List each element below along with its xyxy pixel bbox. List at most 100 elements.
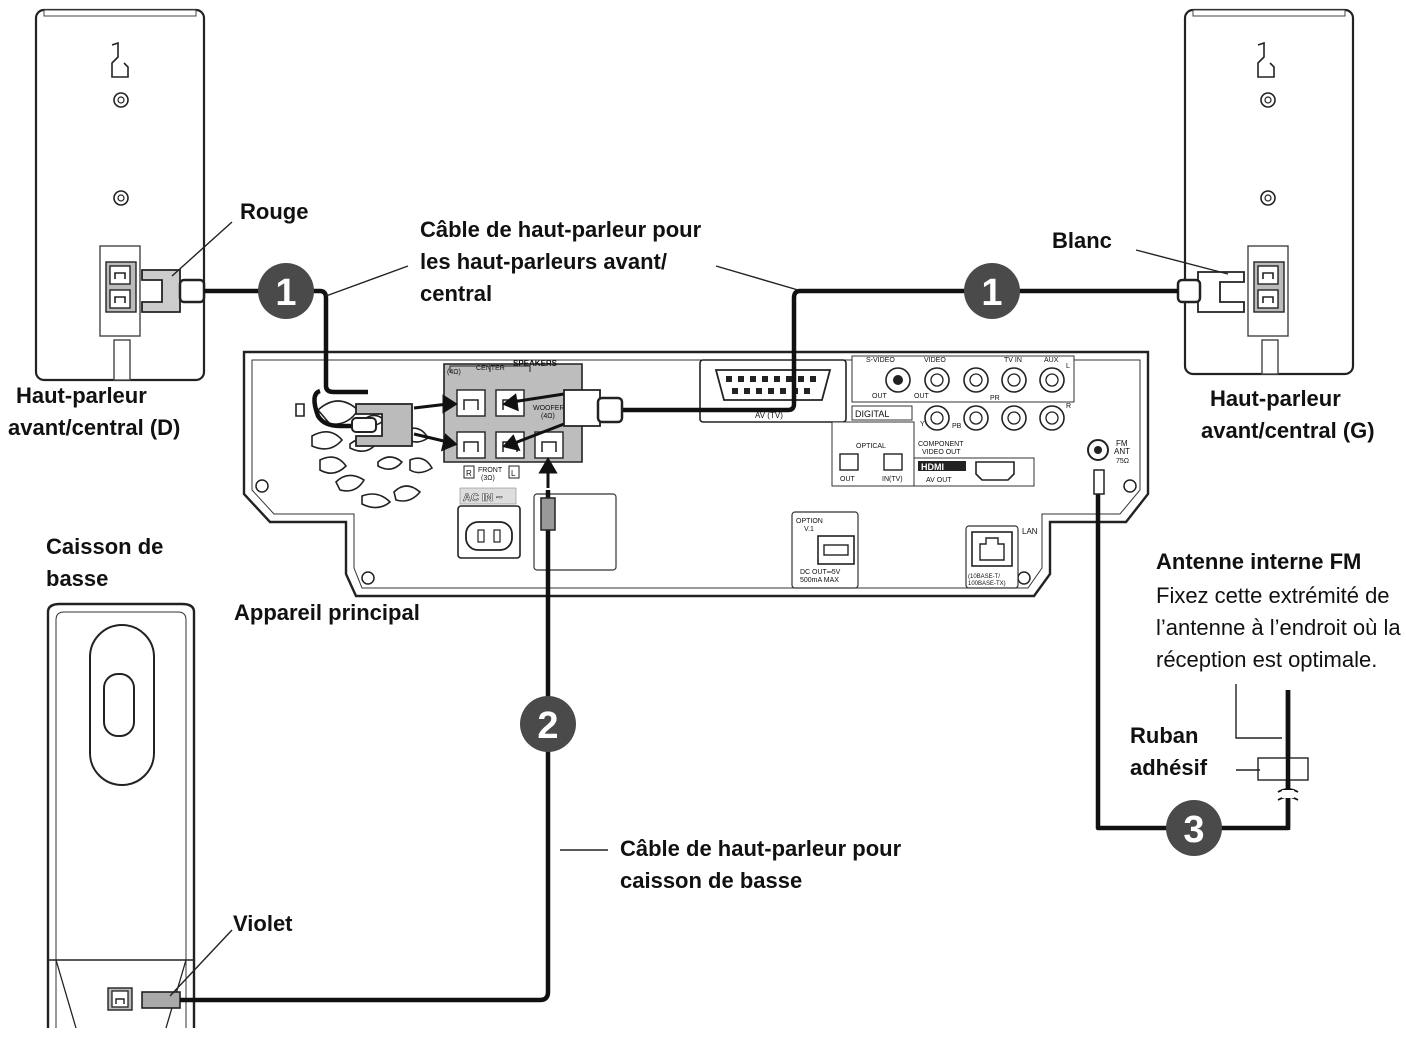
label-subwoofer-line: Caisson de — [46, 534, 164, 559]
label-aux-l: L — [1066, 363, 1070, 370]
label-tape-line: Ruban — [1130, 723, 1199, 748]
label-antenna-desc-line: Fixez cette extrémité de — [1156, 583, 1390, 608]
speaker-front-right — [34, 8, 206, 382]
label-ant: ANT — [1114, 447, 1130, 456]
label-out: OUT — [914, 393, 930, 400]
label-dc-out: DC OUT═5V — [800, 569, 841, 576]
label-video: VIDEO — [924, 357, 946, 364]
label-front-ohm: (3Ω) — [481, 475, 495, 482]
label-fm: FM — [1116, 439, 1128, 448]
label-speaker-line: Haut-parleur — [1210, 386, 1341, 411]
plug-antenna — [1093, 469, 1105, 495]
step-2: 2 — [520, 696, 576, 752]
step-1-left: 1 — [964, 263, 1020, 319]
label-cable-front-line: les haut-parleurs avant/ — [420, 249, 667, 274]
plug-front-right — [355, 403, 413, 447]
label-tape-line: adhésif — [1130, 755, 1208, 780]
insertion-arrows — [413, 392, 565, 488]
speaker-front-left — [1176, 8, 1355, 376]
cable-front-right — [204, 288, 368, 395]
label-antenna-desc: Fixez cette extrémité de l’antenne à l’e… — [1156, 580, 1406, 676]
scart-connector — [714, 369, 832, 401]
step-number: 2 — [537, 705, 558, 747]
step-number: 1 — [981, 272, 1002, 314]
label-aux: AUX — [1044, 357, 1059, 364]
label-subwoofer-line: basse — [46, 566, 109, 591]
label-speaker-line: avant/central (G) — [1201, 418, 1375, 443]
label-subwoofer: Caisson de basse — [46, 531, 163, 595]
label-pr: PR — [990, 395, 1000, 402]
label-violet: Violet — [233, 911, 293, 936]
label-antenna-desc-line: l’antenne à l’endroit où la — [1156, 615, 1401, 640]
hdmi-jack — [975, 461, 1015, 481]
label-r: R — [466, 469, 472, 478]
label-front: FRONT — [478, 467, 503, 474]
optical-out-jack — [839, 453, 859, 471]
screw-icon — [1260, 92, 1276, 108]
label-ac-in: AC IN ~ — [463, 492, 503, 504]
cable-subwoofer — [180, 490, 551, 1003]
label-video-out: VIDEO OUT — [922, 449, 961, 456]
label-main-unit: Appareil principal — [234, 600, 420, 625]
label-aux-r: R — [1066, 403, 1071, 410]
cable-front-left — [622, 288, 1178, 413]
label-rouge: Rouge — [240, 199, 309, 224]
label-woofer-ohm: (4Ω) — [541, 413, 555, 420]
label-s-video: S-VIDEO — [866, 357, 895, 364]
main-unit: AC IN ~ SPEAKERS CENTER (4Ω) WOOFER (4Ω)… — [242, 350, 1150, 598]
screw-icon — [1260, 190, 1276, 206]
label-cable-front: Câble de haut-parleur pour les haut-parl… — [420, 214, 701, 310]
plug-subwoofer — [540, 497, 556, 531]
screw-icon — [113, 190, 129, 206]
label-option: OPTION — [796, 518, 823, 525]
label-opt-in: IN(TV) — [882, 476, 903, 483]
plug-front-left — [563, 389, 601, 427]
label-speaker-front-left: Haut-parleur avant/central (G) — [1201, 383, 1375, 447]
label-av: AV (TV) — [755, 411, 783, 420]
label-cable-front-line: central — [420, 281, 493, 306]
label-v1: V.1 — [804, 526, 814, 533]
label-l: L — [511, 469, 516, 478]
label-optical: OPTICAL — [856, 443, 886, 450]
mount-hole-icon — [1257, 41, 1275, 78]
step-1-right: 1 — [258, 263, 314, 319]
subwoofer-plug — [141, 991, 181, 1009]
optical-in-jack — [883, 453, 903, 471]
label-center-ohm: (4Ω) — [447, 369, 461, 376]
speaker-terminal-panel: SPEAKERS CENTER (4Ω) WOOFER (4Ω) FRONT (… — [443, 359, 583, 482]
label-lan-spec: 100BASE-TX) — [968, 581, 1006, 587]
label-hdmi: HDMI — [921, 462, 944, 472]
label-lan-spec: (10BASE-T/ — [968, 574, 1000, 580]
cable-front-right-return — [312, 388, 356, 429]
label-out: OUT — [872, 393, 888, 400]
label-fm-ohm: 75Ω — [1116, 458, 1129, 465]
label-tv-in: TV IN — [1004, 357, 1022, 364]
step-number: 3 — [1183, 809, 1204, 851]
label-digital: DIGITAL — [855, 409, 889, 419]
antenna-tape — [1257, 690, 1309, 830]
label-component: COMPONENT — [918, 441, 964, 448]
label-cable-sub-line: Câble de haut-parleur pour — [620, 836, 902, 861]
label-speakers: SPEAKERS — [513, 359, 558, 368]
label-speaker-front-right: Haut-parleur avant/central (D) — [8, 380, 180, 444]
label-antenna-title: Antenne interne FM — [1156, 549, 1362, 574]
ac-inlet — [465, 521, 513, 551]
label-dc-ma: 500mA MAX — [800, 577, 839, 584]
label-lan: LAN — [1022, 527, 1038, 536]
label-y: Y — [920, 421, 925, 428]
leader-lines — [169, 221, 1282, 997]
label-antenna-desc-line: réception est optimale. — [1156, 647, 1378, 672]
screw-icon — [113, 92, 129, 108]
label-blanc: Blanc — [1052, 228, 1112, 253]
label-speaker-line: Haut-parleur — [16, 383, 147, 408]
label-woofer: WOOFER — [533, 405, 565, 412]
label-cable-front-line: Câble de haut-parleur pour — [420, 217, 702, 242]
step-number: 1 — [275, 272, 296, 314]
label-cable-sub-line: caisson de basse — [620, 868, 803, 893]
label-av-out: AV OUT — [926, 477, 952, 484]
label-speaker-line: avant/central (D) — [8, 415, 181, 440]
step-3: 3 — [1166, 800, 1222, 856]
label-opt-out: OUT — [840, 476, 856, 483]
